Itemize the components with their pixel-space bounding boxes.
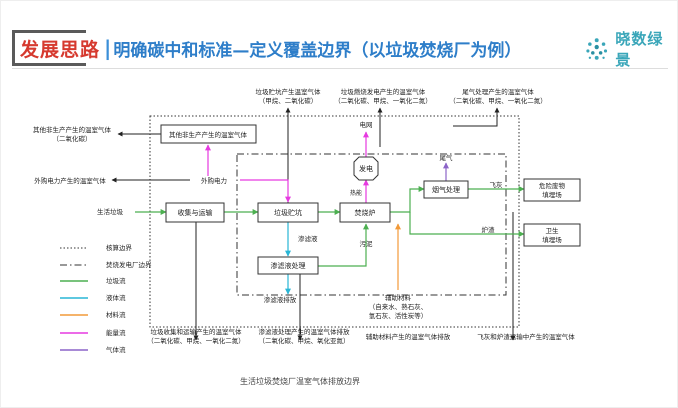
generator-shape: [353, 156, 379, 181]
slide-title: 发展思路 | 明确碳中和标准—定义覆盖边界（以垃圾焚烧厂为例）: [12, 30, 521, 66]
purchased-power-to-pit-flow: [240, 179, 291, 203]
brand-logo: 晓数绿景: [584, 28, 678, 70]
tail-gas-arrow: [453, 107, 500, 127]
bottom-ash-label: 炉渣: [482, 225, 496, 234]
leachate-discharge-label: 渗滤液排放: [264, 295, 297, 304]
msw-label: 生活垃圾: [97, 207, 124, 216]
plant-boundary: [236, 153, 507, 296]
pit-label: 垃圾贮坑: [274, 208, 302, 217]
purchased-power-label: 外购电力: [201, 176, 227, 185]
title-bracket: [12, 30, 86, 66]
aux-materials-line3: 氢石灰、活性炭等）: [369, 311, 428, 320]
tail-gas-top-line2: （二氧化碳、甲烷、一氧化二氮）: [449, 96, 547, 105]
leachate-treatment-box: [257, 256, 319, 275]
grid-label: 电网: [360, 120, 373, 129]
hazardous-landfill-box: [523, 178, 581, 202]
aux-materials-line1: 辅助材料: [385, 293, 412, 302]
incinerator-to-flue-flow: [390, 186, 425, 213]
legend-label-gas: 气体流: [106, 345, 126, 354]
legend-label-garbage: 垃圾流: [106, 276, 126, 285]
accounting-boundary: [149, 115, 520, 328]
legend-label-dotted: 核算边界: [106, 243, 133, 252]
flue-treatment-label: 烟气处理: [432, 185, 460, 194]
purchased-gas-label: 外购电力产生的温室气体: [34, 176, 106, 185]
aux-materials-line2: （自来水、熟石灰、: [369, 302, 428, 311]
sanitary-landfill-line2: 填埋场: [542, 235, 562, 244]
collection-box: [165, 202, 225, 223]
sanitary-landfill-box: [523, 223, 581, 247]
pit-gas-line2: （甲烷、二氧化碳）: [259, 96, 318, 105]
collection-label: 收集与运输: [178, 208, 213, 217]
boundary-caption: 生活垃圾焚烧厂温室气体排放边界: [240, 376, 360, 386]
other-production-box: [160, 124, 257, 144]
title-main: 发展思路: [20, 38, 101, 61]
bottom-ash-transport-label: 飞灰和炉渣运输中产生的温室气体: [477, 332, 575, 341]
bottom-leachate-line1: 渗滤液处理产生的温室气体排放: [259, 327, 351, 336]
incinerator-label: 焚烧炉: [355, 208, 376, 217]
sludge-label: 污泥: [360, 240, 374, 248]
sludge-flow: [318, 223, 369, 267]
leachate-treatment-label: 渗滤液处理: [271, 261, 306, 270]
pit-box: [257, 202, 319, 223]
ash-to-sanitary-flow: [409, 212, 525, 237]
bottom-collection-line2: （二氧化碳、甲烷、一氧化二氮）: [147, 336, 245, 345]
other-gas-line2: （二氧化碳）: [53, 134, 92, 143]
legend-label-energy: 能量流: [106, 328, 126, 337]
generator-label: 发电: [359, 164, 373, 173]
pit-gas-line1: 垃圾贮坑产生温室气体: [256, 87, 322, 96]
other-gas-line1: 其他非生产产生的温室气体: [33, 125, 112, 134]
title-divider: [12, 68, 668, 69]
burn-gas-line1: 垃圾燃烧发电产生的温室气体: [341, 87, 426, 96]
tail-gas-label: 尾气: [440, 153, 454, 162]
bottom-collection-line1: 垃圾收集和运输产生的温室气体: [151, 327, 243, 336]
bottom-leachate-line2: （二氧化碳、甲烷、氧化亚氮）: [259, 336, 350, 345]
legend-label-dashdot: 焚烧发电厂边界: [106, 260, 152, 269]
title-separator: |: [104, 36, 112, 60]
fly-ash-label: 飞灰: [490, 180, 504, 189]
burn-gas-line2: （二氧化碳、甲烷、一氧化二氮）: [334, 96, 432, 105]
title-subtitle: 明确碳中和标准—定义覆盖边界（以垃圾焚烧厂为例）: [113, 40, 522, 61]
hazardous-landfill-line2: 填埋场: [542, 190, 562, 199]
flue-treatment-box: [423, 180, 469, 199]
sanitary-landfill-line1: 卫生: [546, 226, 560, 235]
legend: 核算边界 焚烧发电厂边界 垃圾流 液体流 材料流 能量流 气体流: [60, 243, 152, 354]
incinerator-box: [339, 202, 391, 223]
heat-label: 热能: [350, 189, 362, 197]
tail-gas-top-line1: 尾气处理产生的温室气体: [462, 87, 534, 96]
other-production-label: 其他非生产产生的温室气体: [169, 130, 248, 139]
dots-logo-icon: [586, 38, 608, 60]
legend-label-material: 材料流: [106, 310, 126, 319]
hazardous-landfill-line1: 危险废物: [539, 181, 566, 190]
logo-text: 晓数绿景: [615, 30, 664, 69]
leachate-label: 渗滤液: [298, 234, 318, 243]
bottom-aux-label: 辅助材料产生的温室气体排放: [366, 332, 451, 341]
legend-label-liquid: 液体流: [106, 293, 126, 302]
